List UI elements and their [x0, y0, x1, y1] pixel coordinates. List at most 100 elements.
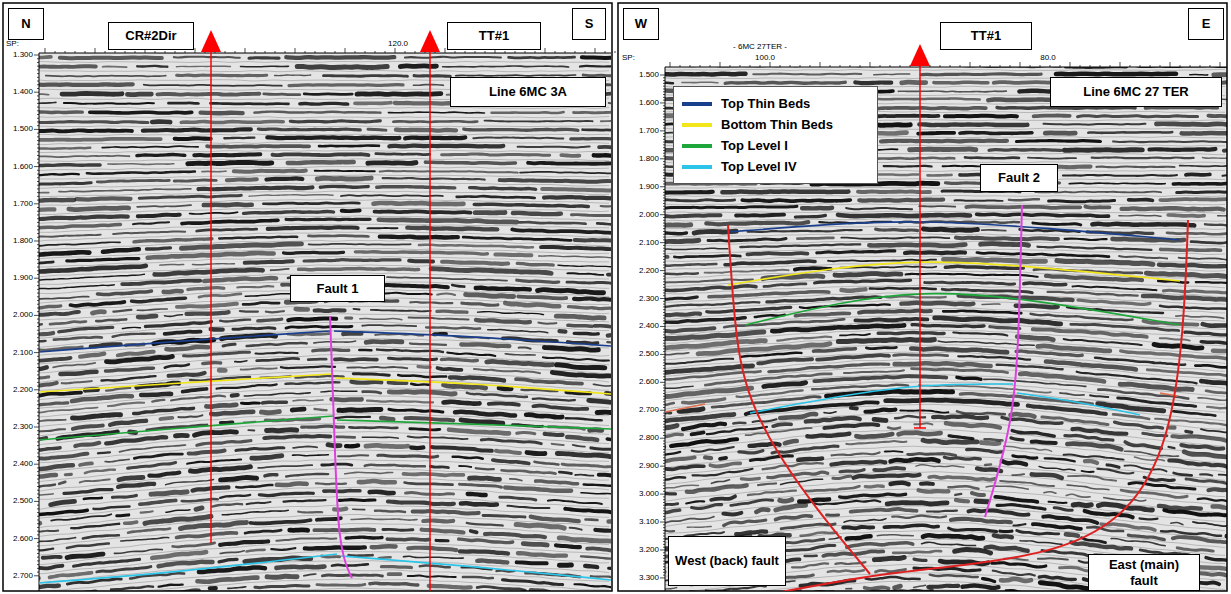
seismic-reflector	[840, 494, 906, 497]
seismic-reflector	[118, 484, 154, 487]
seismic-reflector	[665, 215, 721, 217]
seismic-reflector	[833, 476, 851, 478]
seismic-reflector	[985, 463, 991, 466]
seismic-reflector	[1064, 147, 1142, 152]
axis-tick	[663, 245, 665, 246]
seismic-reflector	[1049, 502, 1067, 503]
axis-tick	[663, 508, 665, 509]
seismic-reflector	[593, 384, 611, 386]
axis-tick	[1050, 65, 1051, 67]
seismic-reflector	[39, 64, 96, 69]
seismic-reflector	[39, 274, 144, 282]
seismic-reflector	[706, 222, 808, 224]
seismic-reflector	[587, 548, 611, 550]
axis-tick	[37, 62, 39, 63]
seismic-reflector	[141, 511, 153, 512]
legend-text: Top Level IV	[721, 159, 797, 174]
axis-tick	[37, 274, 39, 275]
axis-tick	[485, 51, 486, 53]
seismic-reflector	[251, 520, 311, 523]
axis-tick	[663, 357, 665, 358]
seismic-reflector	[351, 519, 417, 520]
seismic-reflector	[264, 436, 330, 438]
seismic-reflector	[383, 178, 485, 180]
seismic-reflector	[366, 339, 402, 344]
seismic-reflector	[211, 327, 223, 332]
seismic-reflector	[437, 311, 467, 312]
seismic-reflector	[1124, 451, 1178, 456]
label-box: Line 6MC 3A	[450, 77, 606, 107]
seismic-reflector	[437, 294, 455, 295]
seismic-reflector	[869, 245, 965, 246]
seismic-reflector	[1128, 535, 1164, 539]
seismic-reflector	[548, 500, 602, 504]
seismic-reflector	[266, 311, 284, 312]
axis-tick	[663, 572, 665, 573]
seismic-reflector	[528, 161, 611, 166]
seismic-texture	[665, 69, 1225, 70]
legend-swatch	[682, 165, 712, 169]
seismic-reflector	[408, 548, 456, 550]
seismic-texture	[39, 150, 609, 152]
seismic-reflector	[874, 468, 904, 470]
axis-tick	[37, 386, 39, 387]
seismic-reflector	[39, 156, 129, 157]
axis-tick	[663, 482, 665, 483]
seismic-reflector	[958, 356, 1030, 359]
seismic-reflector	[557, 453, 611, 456]
axis-tick	[663, 468, 665, 469]
seismic-reflector	[1009, 199, 1039, 200]
seismic-reflector	[39, 209, 54, 210]
seismic-reflector	[601, 205, 611, 208]
axis-tick	[34, 92, 39, 93]
seismic-reflector	[731, 500, 773, 506]
axis-tick	[34, 241, 39, 242]
axis-tick	[663, 211, 665, 212]
axis-tick	[37, 415, 39, 416]
seismic-reflector	[227, 179, 257, 180]
axis-tick	[1120, 62, 1121, 67]
seismic-reflector	[77, 198, 131, 199]
seismic-reflector	[366, 445, 408, 446]
seismic-reflector	[1202, 157, 1227, 159]
seismic-reflector	[362, 324, 416, 327]
seismic-reflector	[315, 308, 345, 313]
axis-tick	[663, 365, 665, 366]
seismic-reflector	[599, 145, 611, 149]
seismic-reflector	[39, 110, 82, 114]
seismic-reflector	[184, 352, 250, 356]
seismic-reflector	[817, 251, 895, 253]
seismic-reflector	[219, 368, 225, 373]
axis-tick	[663, 527, 665, 528]
axis-tick	[37, 181, 39, 182]
seismic-reflector	[597, 412, 611, 413]
seismic-reflector	[1208, 114, 1227, 119]
seismic-reflector	[665, 190, 713, 195]
axis-label: 2.000	[639, 211, 659, 219]
seismic-reflector	[997, 505, 1045, 509]
seismic-reflector	[323, 74, 407, 78]
seismic-reflector	[945, 266, 1023, 268]
seismic-reflector	[166, 510, 190, 512]
axis-tick	[663, 292, 665, 293]
seismic-reflector	[241, 65, 289, 67]
seismic-reflector	[872, 99, 980, 100]
seismic-reflector	[98, 451, 110, 454]
axis-tick	[950, 65, 951, 67]
seismic-reflector	[1068, 476, 1116, 481]
seismic-reflector	[173, 543, 215, 547]
axis-tick	[275, 51, 276, 53]
axis-tick	[37, 66, 39, 67]
seismic-reflector	[143, 129, 251, 130]
seismic-reflector	[595, 528, 611, 533]
seismic-texture	[665, 438, 1225, 464]
seismic-reflector	[556, 316, 604, 318]
seismic-reflector	[949, 436, 973, 439]
seismic-reflector	[1016, 139, 1100, 143]
seismic-reflector	[432, 447, 492, 451]
axis-tick	[760, 65, 761, 67]
seismic-reflector	[914, 559, 926, 560]
axis-tick	[840, 65, 841, 67]
seismic-reflector	[665, 588, 677, 590]
axis-tick	[830, 65, 831, 67]
